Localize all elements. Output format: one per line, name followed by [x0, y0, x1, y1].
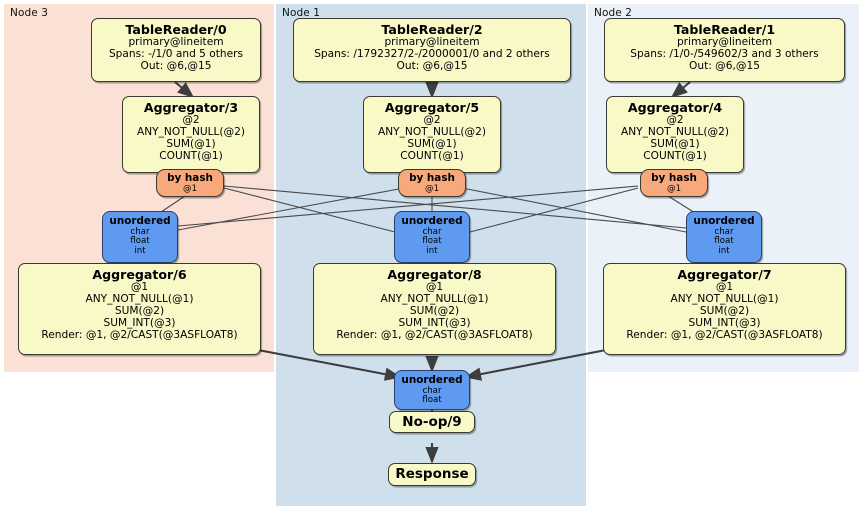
node-type: float — [714, 236, 734, 247]
node-line: primary@lineitem — [128, 36, 224, 49]
node-noop-9[interactable]: No-op/9 — [389, 411, 475, 433]
node-line: COUNT(@1) — [643, 149, 707, 162]
node-title: Aggregator/6 — [92, 267, 187, 282]
node-line: @1 — [666, 183, 682, 194]
node-title: Aggregator/5 — [384, 100, 480, 115]
node-aggregator-6[interactable]: Aggregator/6 @1 ANY_NOT_NULL(@1) SUM(@2)… — [18, 263, 261, 355]
node-line: @1 — [424, 183, 440, 194]
node-type: float — [422, 236, 442, 247]
node-unordered-left[interactable]: unordered char float int — [102, 211, 178, 263]
node-line: SUM(@1) — [166, 137, 216, 150]
node-line: ANY_NOT_NULL(@2) — [136, 125, 246, 138]
node-title: by hash — [167, 172, 213, 184]
node-unordered-right[interactable]: unordered char float int — [686, 211, 762, 263]
node-type: char — [714, 226, 734, 237]
node-title: by hash — [409, 172, 455, 184]
node-aggregator-4[interactable]: Aggregator/4 @2 ANY_NOT_NULL(@2) SUM(@1)… — [606, 96, 744, 173]
node-aggregator-8[interactable]: Aggregator/8 @1 ANY_NOT_NULL(@1) SUM(@2)… — [313, 263, 556, 355]
node-response[interactable]: Response — [388, 463, 476, 486]
node-type: char — [130, 226, 150, 237]
node-line: Out: @6,@15 — [689, 59, 760, 72]
node-title: unordered — [693, 215, 755, 227]
node-title: unordered — [109, 215, 171, 227]
node-tablereader-2[interactable]: TableReader/2 primary@lineitem Spans: /1… — [293, 18, 571, 82]
node-line: SUM_INT(@3) — [103, 316, 176, 329]
node-line: Render: @1, @2/CAST(@3ASFLOAT8) — [626, 328, 823, 341]
node-line: @1 — [425, 281, 444, 294]
node-type: float — [130, 236, 150, 247]
node-line: COUNT(@1) — [159, 149, 223, 162]
node-tablereader-1[interactable]: TableReader/1 primary@lineitem Spans: /1… — [604, 18, 845, 82]
node-by-hash-mid[interactable]: by hash @1 — [398, 169, 466, 197]
node-line: ANY_NOT_NULL(@1) — [670, 292, 779, 305]
node-title: Aggregator/3 — [143, 100, 239, 115]
node-line: SUM(@2) — [114, 304, 165, 317]
node-line: primary@lineitem — [676, 36, 773, 49]
node-line: ANY_NOT_NULL(@2) — [620, 125, 730, 138]
node-line: @1 — [715, 281, 734, 294]
node-line: Out: @6,@15 — [140, 59, 212, 72]
node-line: @2 — [423, 114, 441, 127]
node-title: Response — [395, 466, 469, 482]
node-line: Spans: /1/0-/549602/3 and 3 others — [630, 47, 819, 60]
node-unordered-final[interactable]: unordered char float — [394, 370, 470, 410]
node-line: Spans: -/1/0 and 5 others — [108, 47, 244, 60]
node-line: SUM(@1) — [407, 137, 457, 150]
node-line: ANY_NOT_NULL(@2) — [377, 125, 487, 138]
node-title: Aggregator/4 — [627, 100, 723, 115]
node-title: Aggregator/7 — [677, 267, 772, 282]
node-aggregator-7[interactable]: Aggregator/7 @1 ANY_NOT_NULL(@1) SUM(@2)… — [603, 263, 846, 355]
node-title: TableReader/2 — [381, 22, 483, 37]
node-title: TableReader/1 — [673, 22, 776, 37]
node-line: ANY_NOT_NULL(@1) — [380, 292, 489, 305]
node-title: unordered — [401, 215, 463, 227]
node-type: int — [426, 245, 438, 256]
node-line: SUM(@2) — [699, 304, 750, 317]
node-type: int — [718, 245, 730, 256]
node-line: SUM_INT(@3) — [398, 316, 471, 329]
node-line: COUNT(@1) — [400, 149, 464, 162]
node-line: @2 — [182, 114, 200, 127]
node-aggregator-3[interactable]: Aggregator/3 @2 ANY_NOT_NULL(@2) SUM(@1)… — [122, 96, 260, 173]
node-by-hash-right[interactable]: by hash @1 — [640, 169, 708, 197]
node-line: @2 — [666, 114, 684, 127]
panel-node1-label: Node 1 — [282, 7, 321, 19]
node-line: SUM(@2) — [409, 304, 460, 317]
node-aggregator-5[interactable]: Aggregator/5 @2 ANY_NOT_NULL(@2) SUM(@1)… — [363, 96, 501, 173]
node-title: TableReader/0 — [125, 22, 227, 37]
node-by-hash-left[interactable]: by hash @1 — [156, 169, 224, 197]
node-line: primary@lineitem — [384, 36, 480, 49]
node-line: Spans: /1792327/2-/2000001/0 and 2 other… — [314, 47, 550, 60]
node-type: char — [422, 226, 442, 237]
node-unordered-mid[interactable]: unordered char float int — [394, 211, 470, 263]
node-type: char — [422, 385, 442, 396]
node-type: int — [134, 245, 146, 256]
node-line: @1 — [130, 281, 149, 294]
panel-node2-label: Node 2 — [594, 7, 633, 19]
node-line: SUM_INT(@3) — [688, 316, 761, 329]
node-line: @1 — [182, 183, 198, 194]
node-tablereader-0[interactable]: TableReader/0 primary@lineitem Spans: -/… — [91, 18, 261, 82]
node-line: SUM(@1) — [650, 137, 700, 150]
node-title: unordered — [401, 374, 463, 386]
node-line: Render: @1, @2/CAST(@3ASFLOAT8) — [41, 328, 238, 341]
node-line: Render: @1, @2/CAST(@3ASFLOAT8) — [336, 328, 533, 341]
node-title: Aggregator/8 — [387, 267, 482, 282]
panel-node3-label: Node 3 — [10, 7, 49, 19]
node-line: Out: @6,@15 — [396, 59, 468, 72]
node-title: by hash — [651, 172, 697, 184]
node-title: No-op/9 — [402, 414, 462, 430]
node-type: float — [422, 395, 442, 406]
node-line: ANY_NOT_NULL(@1) — [85, 292, 194, 305]
